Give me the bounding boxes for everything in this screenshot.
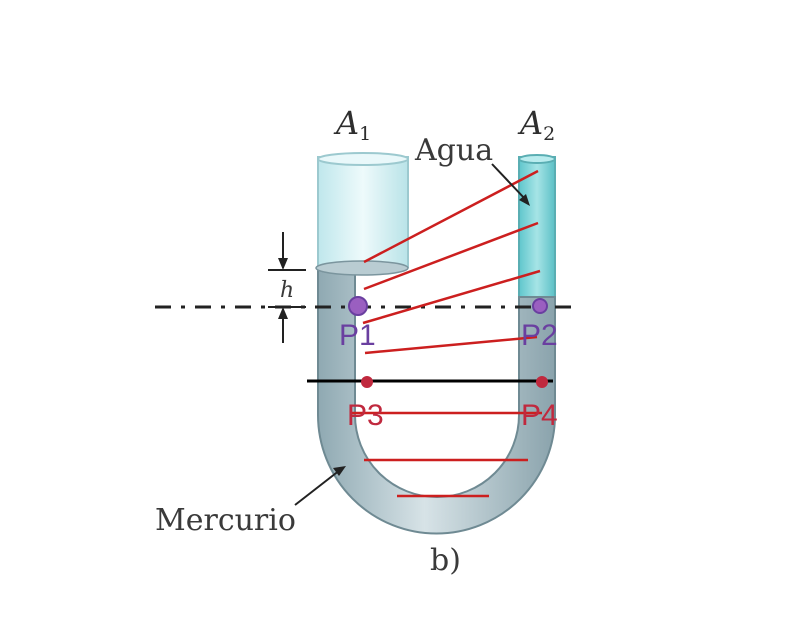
point-markers	[348, 296, 548, 388]
figure-caption: b)	[430, 543, 461, 578]
tube-a1-label: A1	[333, 104, 371, 145]
mercury-label: Mercurio	[155, 503, 296, 538]
water-label: Agua	[414, 133, 493, 168]
mercury-arrow	[294, 466, 346, 506]
water-arrow	[491, 163, 530, 206]
red-annotation-lines	[350, 169, 542, 498]
point-p4-label: P4	[521, 399, 558, 432]
red-line-2	[363, 221, 539, 291]
red-line-4	[364, 335, 538, 355]
height-label: h	[280, 278, 294, 303]
point-p2-marker	[532, 298, 548, 314]
height-marker	[268, 232, 306, 343]
red-line-3	[362, 269, 541, 325]
tube-a2-label: A2	[517, 104, 555, 145]
red-line-1	[363, 169, 539, 264]
left-tube	[317, 152, 409, 268]
point-p4-marker	[536, 376, 548, 388]
point-p3-label: P3	[347, 399, 384, 432]
mercury-u-bend	[315, 260, 556, 535]
point-p1-label: P1	[339, 319, 376, 352]
point-p3-marker	[361, 376, 373, 388]
point-p1-marker	[348, 296, 368, 316]
point-p2-label: P2	[521, 319, 558, 352]
